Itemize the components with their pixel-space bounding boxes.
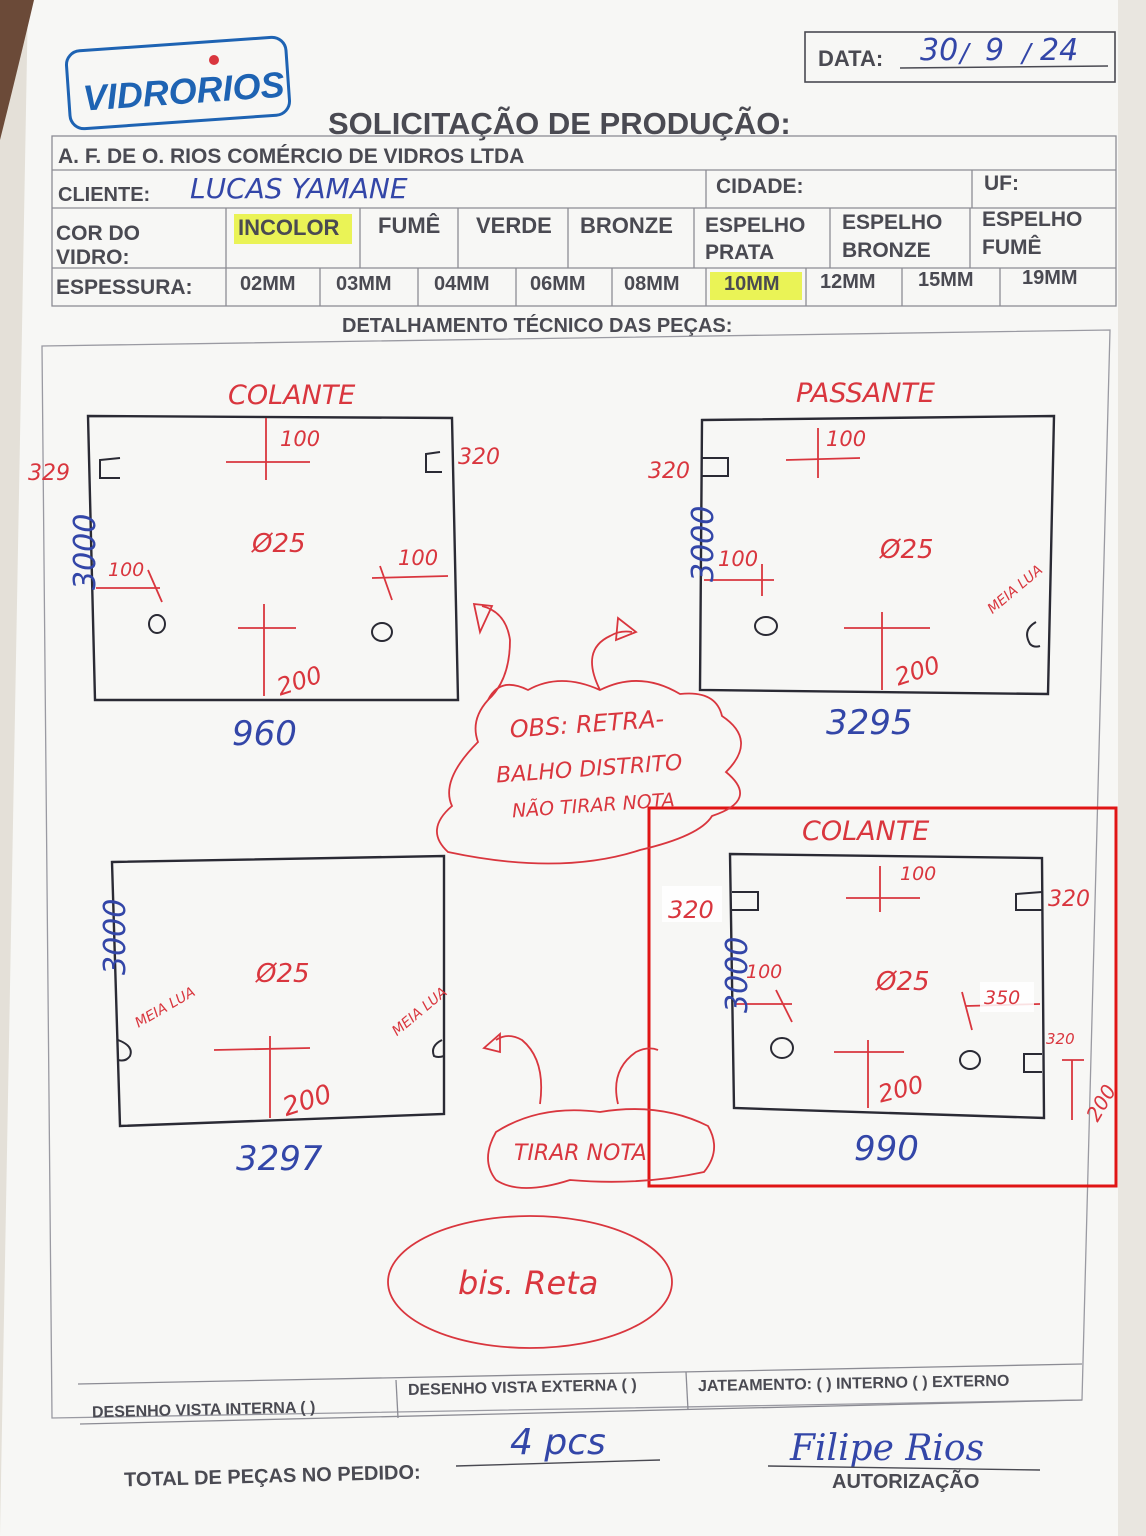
piece-1-left-hinge: 329 (28, 461, 70, 486)
city-label: CIDADE: (716, 175, 804, 198)
piece-4-outline (728, 852, 1046, 1120)
tirar-nota-note: TIRAR NOTA (482, 1032, 715, 1189)
thickness-02[interactable]: 02MM (240, 273, 296, 295)
piece-4-left-hole: 100 (746, 961, 782, 983)
tirar-nota-text: TIRAR NOTA (514, 1141, 647, 1166)
piece-1-diameter: Ø25 (251, 529, 306, 559)
piece-4-height: 3000 (720, 937, 755, 1013)
thickness-label: ESPESSURA: (56, 276, 193, 299)
header-grid (51, 135, 1117, 307)
thickness-highlight (710, 272, 802, 300)
piece-2-width: 3295 (826, 703, 913, 743)
date-year: 24 (1040, 33, 1078, 68)
thickness-08[interactable]: 08MM (624, 273, 680, 295)
signature: Filipe Rios (789, 1428, 984, 1469)
client-value: LUCAS YAMANE (190, 172, 408, 205)
glass-color-label-1: COR DO (56, 222, 140, 245)
date-month: 9 (985, 33, 1004, 68)
piece-4-type: COLANTE (802, 816, 929, 847)
color-option-incolor[interactable]: INCOLOR (238, 215, 340, 240)
piece-4-top-offset: 100 (900, 863, 936, 885)
piece-2-outline (698, 414, 1056, 696)
thumb (0, 0, 34, 140)
thickness-10[interactable]: 10MM (724, 273, 780, 295)
piece-4-right-low-hinge: 320 (1046, 1030, 1075, 1048)
piece-3-outline (110, 854, 446, 1128)
authorization-label: AUTORIZAÇÃO (832, 1470, 979, 1493)
piece-1-left-hole: 100 (108, 559, 144, 581)
section-title: DETALHAMENTO TÉCNICO DAS PEÇAS: (342, 314, 732, 337)
total-value: 4 pcs (510, 1422, 606, 1463)
bisote-circle (387, 1215, 673, 1349)
uf-label: UF: (984, 172, 1019, 195)
color-option-fume[interactable]: FUMÊ (378, 213, 440, 238)
piece-1-right-hole: 100 (398, 546, 438, 570)
piece-4-left-hinge: 320 (668, 896, 714, 924)
piece-3-width: 3297 (236, 1139, 323, 1179)
thickness-15[interactable]: 15MM (918, 269, 974, 291)
svg-text:PRATA: PRATA (705, 241, 774, 264)
footer-grid (77, 1363, 1083, 1425)
color-option-espelho-prata[interactable]: ESPELHO (705, 214, 805, 237)
svg-text:FUMÊ: FUMÊ (982, 235, 1042, 259)
color-option-bronze[interactable]: BRONZE (580, 213, 673, 238)
piece-3-height: 3000 (98, 899, 133, 975)
color-option-verde[interactable]: VERDE (476, 213, 552, 238)
piece-2-diameter: Ø25 (879, 535, 934, 565)
company-name: A. F. DE O. RIOS COMÉRCIO DE VIDROS LTDA (58, 145, 524, 168)
piece-4-right-hole: 350 (984, 987, 1020, 1009)
glass-color-label-2: VIDRO: (56, 246, 130, 269)
svg-text:/: / (1020, 39, 1034, 69)
internal-view-option[interactable]: DESENHO VISTA INTERNA ( ) (92, 1399, 316, 1421)
piece-1-right-hinge: 320 (458, 445, 500, 470)
piece-1-top-offset: 100 (280, 427, 320, 451)
client-label: CLIENTE: (58, 184, 150, 206)
piece-2-top-offset: 100 (826, 427, 866, 451)
thickness-04[interactable]: 04MM (434, 273, 490, 295)
piece-4-right-hinge: 320 (1048, 887, 1090, 912)
piece-1-outline (86, 414, 460, 702)
piece-2-type: PASSANTE (796, 378, 935, 409)
thickness-03[interactable]: 03MM (336, 273, 392, 295)
color-option-espelho-fume[interactable]: ESPELHO (982, 208, 1082, 231)
piece-1-type: COLANTE (228, 380, 355, 411)
sandblast-option[interactable]: JATEAMENTO: ( ) INTERNO ( ) EXTERNO (698, 1373, 1010, 1395)
piece-4-diameter: Ø25 (875, 967, 930, 997)
selected-highlight (234, 214, 352, 244)
svg-text:/: / (958, 39, 972, 69)
piece-2-left-hole: 100 (718, 547, 758, 571)
thickness-12[interactable]: 12MM (820, 271, 876, 293)
thickness-19[interactable]: 19MM (1022, 267, 1078, 289)
piece-2-left-hinge: 320 (648, 459, 690, 484)
date-day: 30 (920, 33, 958, 68)
date-label: DATA: (818, 46, 883, 71)
bisote-text: bis. Reta (458, 1264, 598, 1302)
date-box (804, 31, 1116, 83)
form-title: SOLICITAÇÃO DE PRODUÇÃO: (328, 106, 791, 141)
piece-1-width: 960 (232, 714, 297, 754)
piece-1: COLANTE 329 320 100 Ø25 100 100 200 960 … (28, 380, 500, 754)
piece-3-diameter: Ø25 (255, 959, 310, 989)
svg-text:BRONZE: BRONZE (842, 239, 931, 262)
external-view-option[interactable]: DESENHO VISTA EXTERNA ( ) (408, 1377, 637, 1399)
piece-2-height: 3000 (686, 506, 721, 582)
thickness-06[interactable]: 06MM (530, 273, 586, 295)
piece-4: COLANTE 320 320 100 Ø25 100 350 320 200 … (647, 806, 1121, 1188)
piece-4-width: 990 (854, 1129, 919, 1169)
piece-1-height: 3000 (68, 514, 103, 590)
highlight-box (647, 806, 1118, 1188)
color-option-espelho-bronze[interactable]: ESPELHO (842, 211, 942, 234)
